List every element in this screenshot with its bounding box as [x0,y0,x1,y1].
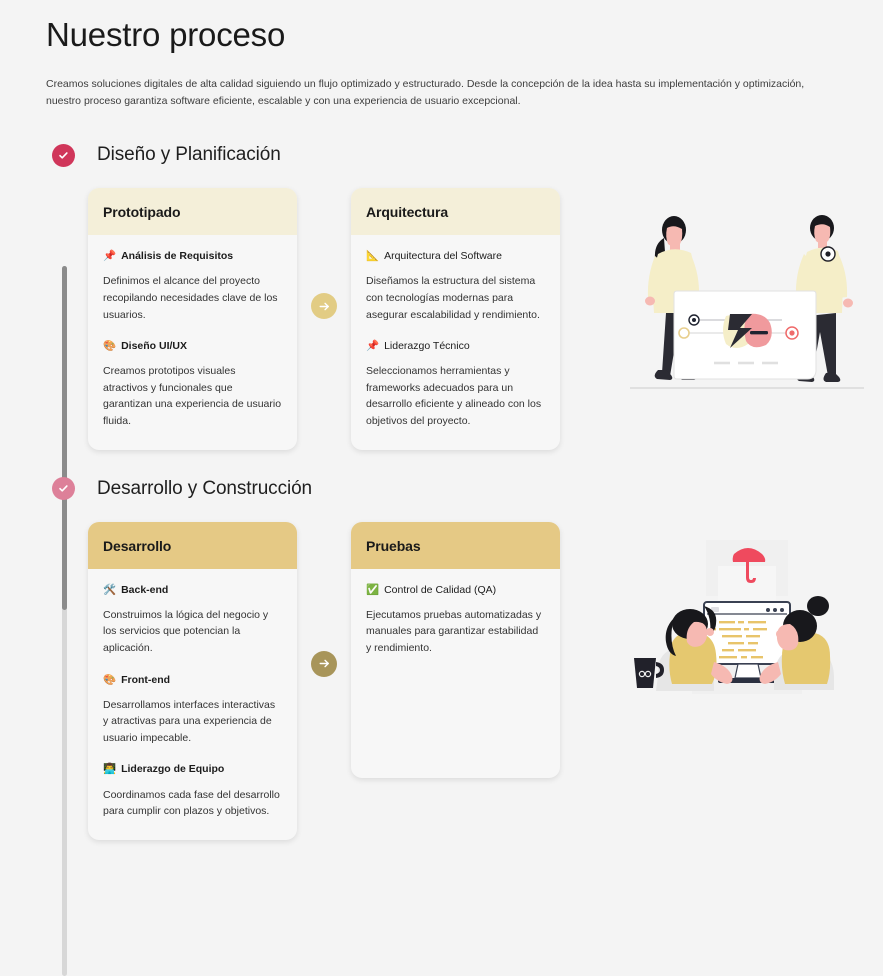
feature-title-text: Análisis de Requisitos [121,250,234,263]
card-body: ✅ Control de Calidad (QA) Ejecutamos pru… [351,569,560,774]
feature-title-text: Arquitectura del Software [384,250,502,263]
timeline-stage-design: Diseño y Planificación Prototipado 📌 Aná… [46,138,883,450]
feature-title-text: Front-end [121,673,171,686]
feature-description: Creamos prototipos visuales atractivos y… [103,365,282,428]
card-title: Desarrollo [88,521,297,569]
card-body: 📐 Arquitectura del Software Diseñamos la… [351,235,560,449]
stage-title: Desarrollo y Construcción [97,477,313,499]
whiteboard-flowchart-illustration [622,198,872,398]
feature-heading: 🛠️ Back-end [103,583,282,597]
timeline-stage-development: Desarrollo y Construcción Desarrollo 🛠️ … [46,472,883,840]
tools-icon: 🛠️ [103,583,117,596]
feature-heading: 👨‍💻 Liderazgo de Equipo [103,762,282,776]
feature-description: Ejecutamos pruebas automatizadas y manua… [366,608,542,654]
palette-icon: 🎨 [103,340,117,353]
card-feature: 📌 Análisis de Requisitos Definimos el al… [103,249,282,323]
page-header: Nuestro proceso Creamos soluciones digit… [0,0,883,110]
card-feature: 🛠️ Back-end Construimos la lógica del ne… [103,583,282,657]
feature-title-text: Back-end [121,583,169,596]
card-feature: ✅ Control de Calidad (QA) Ejecutamos pru… [366,583,545,657]
pushpin-icon: 📌 [103,250,117,263]
process-card[interactable]: Arquitectura 📐 Arquitectura del Software… [351,188,560,450]
feature-description: Desarrollamos interfaces interactivas y … [103,698,276,744]
card-title: Prototipado [88,188,297,236]
stage-header: Desarrollo y Construcción [46,472,883,506]
timeline-rail-progress [62,266,67,611]
process-card[interactable]: Pruebas ✅ Control de Calidad (QA) Ejecut… [351,521,560,778]
card-feature: 👨‍💻 Liderazgo de Equipo Coordinamos cada… [103,762,282,819]
process-card[interactable]: Prototipado 📌 Análisis de Requisitos Def… [88,188,297,450]
card-feature: 📌 Liderazgo Técnico Seleccionamos herram… [366,339,545,429]
feature-title-text: Diseño UI/UX [121,340,188,353]
page-intro-text: Creamos soluciones digitales de alta cal… [46,78,805,108]
card-title: Pruebas [351,521,560,569]
coding-monitor-illustration [622,536,872,716]
stage-header: Diseño y Planificación [46,138,883,172]
feature-title-text: Liderazgo de Equipo [121,763,225,776]
stage-content: Desarrollo 🛠️ Back-end Construimos la ló… [46,521,883,840]
stage-arrow-connector [311,650,337,677]
arrow-right-icon [311,293,337,320]
pushpin-icon: 📌 [366,340,380,353]
card-title: Arquitectura [351,188,560,236]
feature-heading: 📌 Análisis de Requisitos [103,249,282,263]
card-feature: 📐 Arquitectura del Software Diseñamos la… [366,249,545,323]
card-feature: 🎨 Diseño UI/UX Creamos prototipos visual… [103,339,282,429]
stage-content: Prototipado 📌 Análisis de Requisitos Def… [46,188,883,450]
check-mark-box-icon: ✅ [366,583,380,596]
check-circle-icon [52,143,75,167]
stage-title: Diseño y Planificación [97,144,281,166]
page-title: Nuestro proceso [46,16,286,53]
feature-heading: 🎨 Front-end [103,673,282,687]
feature-description: Definimos el alcance del proyecto recopi… [103,275,278,321]
timeline-rail [62,266,67,976]
arrow-right-icon [311,650,337,677]
process-card[interactable]: Desarrollo 🛠️ Back-end Construimos la ló… [88,521,297,840]
feature-title-text: Liderazgo Técnico [384,340,470,353]
feature-heading: 📐 Arquitectura del Software [366,249,545,263]
check-circle-icon [52,477,75,501]
feature-description: Diseñamos la estructura del sistema con … [366,275,540,321]
team-lead-icon: 👨‍💻 [103,763,117,776]
feature-description: Coordinamos cada fase del desarrollo par… [103,788,280,818]
feature-description: Seleccionamos herramientas y frameworks … [366,365,542,428]
feature-heading: 📌 Liderazgo Técnico [366,339,545,353]
card-body: 📌 Análisis de Requisitos Definimos el al… [88,235,297,449]
feature-title-text: Control de Calidad (QA) [384,583,497,596]
feature-description: Construimos la lógica del negocio y los … [103,608,269,654]
process-timeline: Diseño y Planificación Prototipado 📌 Aná… [0,138,883,976]
stage-arrow-connector [311,293,337,320]
triangular-ruler-icon: 📐 [366,250,380,263]
card-feature: 🎨 Front-end Desarrollamos interfaces int… [103,673,282,747]
card-body: 🛠️ Back-end Construimos la lógica del ne… [88,569,297,840]
palette-icon: 🎨 [103,673,117,686]
feature-heading: ✅ Control de Calidad (QA) [366,583,545,597]
feature-heading: 🎨 Diseño UI/UX [103,339,282,353]
